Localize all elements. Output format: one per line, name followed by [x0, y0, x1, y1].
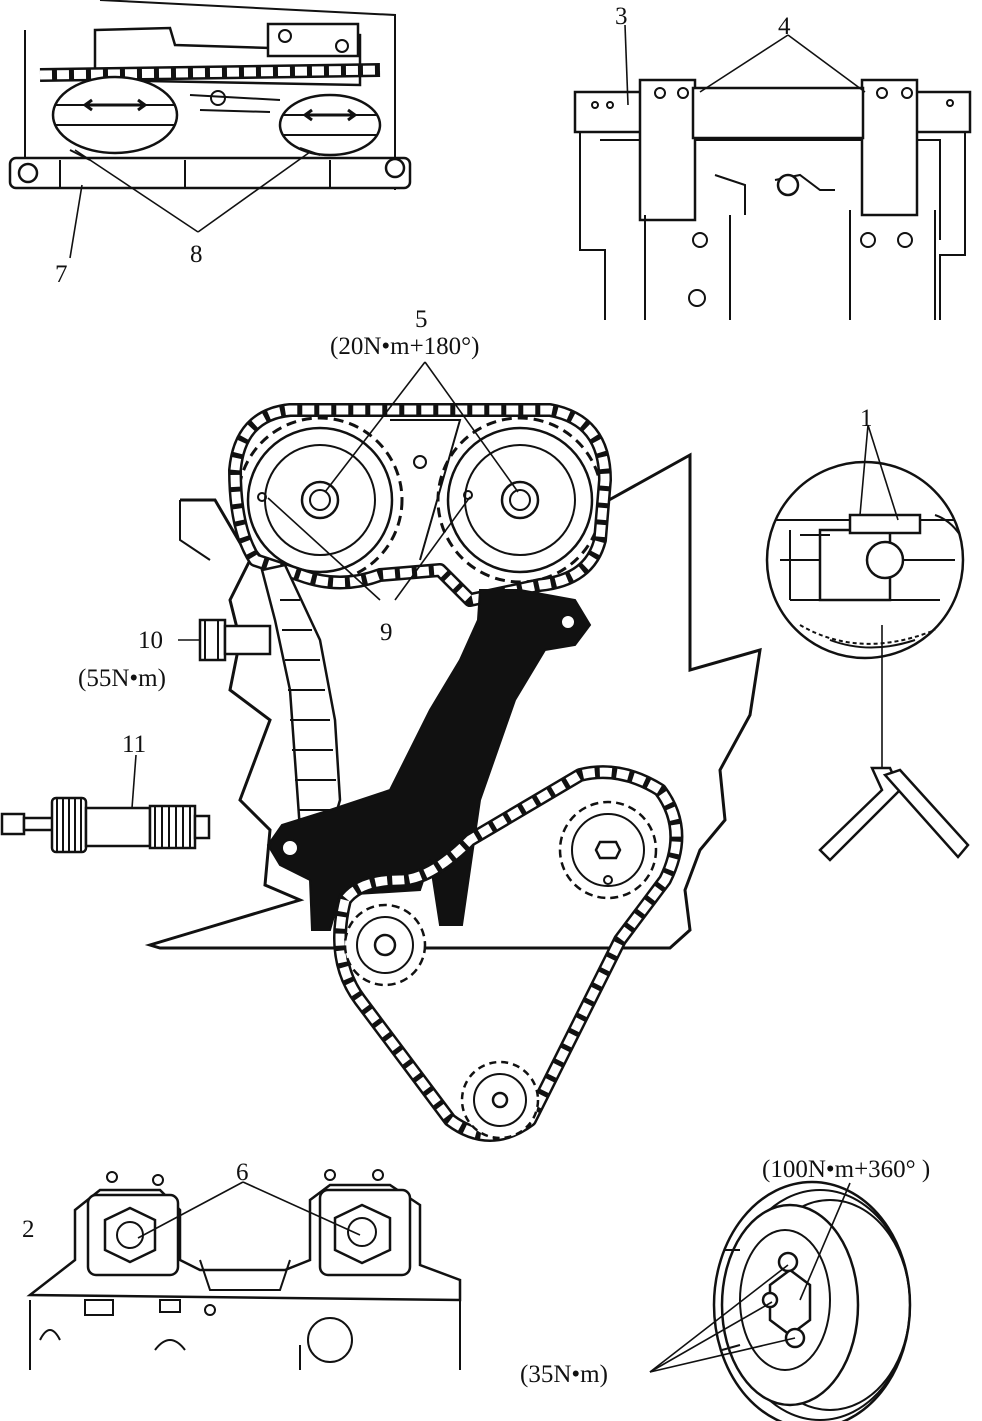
callout-2: 2	[22, 1216, 35, 1243]
crankshaft-pulley	[712, 1180, 912, 1421]
exhaust-camshaft-sprocket	[436, 416, 604, 584]
callout-6: 6	[236, 1159, 249, 1186]
tensioner-tool	[0, 796, 211, 854]
callout-10-torque: (55N•m)	[78, 665, 166, 692]
chain-guide-rail	[266, 589, 592, 931]
intake-camshaft-sprocket	[236, 416, 404, 584]
crankshaft-sensor-detail	[765, 460, 965, 660]
camshaft-adjuster-inset	[8, 0, 412, 190]
camshaft-locking-tool-inset	[573, 78, 972, 320]
callout-4: 4	[778, 13, 791, 40]
callout-5-torque: (20N•m+180°)	[330, 333, 480, 360]
idler-sprocket	[343, 903, 427, 987]
callout-1: 1	[860, 405, 873, 432]
pulley-center-torque: (100N•m+360° )	[762, 1156, 930, 1183]
balance-shaft-sprocket	[558, 800, 658, 900]
tensioner-rail	[260, 563, 342, 837]
callout-9: 9	[380, 619, 393, 646]
callout-3: 3	[615, 3, 628, 30]
callout-5: 5	[415, 306, 428, 333]
chain-tensioner-bolt	[198, 618, 272, 662]
tripod-stand	[818, 766, 970, 862]
callout-7: 7	[55, 261, 68, 288]
callout-11: 11	[122, 731, 146, 758]
pulley-bolts-torque: (35N•m)	[520, 1361, 608, 1388]
callout-10: 10	[138, 627, 163, 654]
camshaft-ends-inset	[26, 1169, 462, 1370]
callout-8: 8	[190, 241, 203, 268]
crankshaft-sprocket	[460, 1060, 540, 1140]
